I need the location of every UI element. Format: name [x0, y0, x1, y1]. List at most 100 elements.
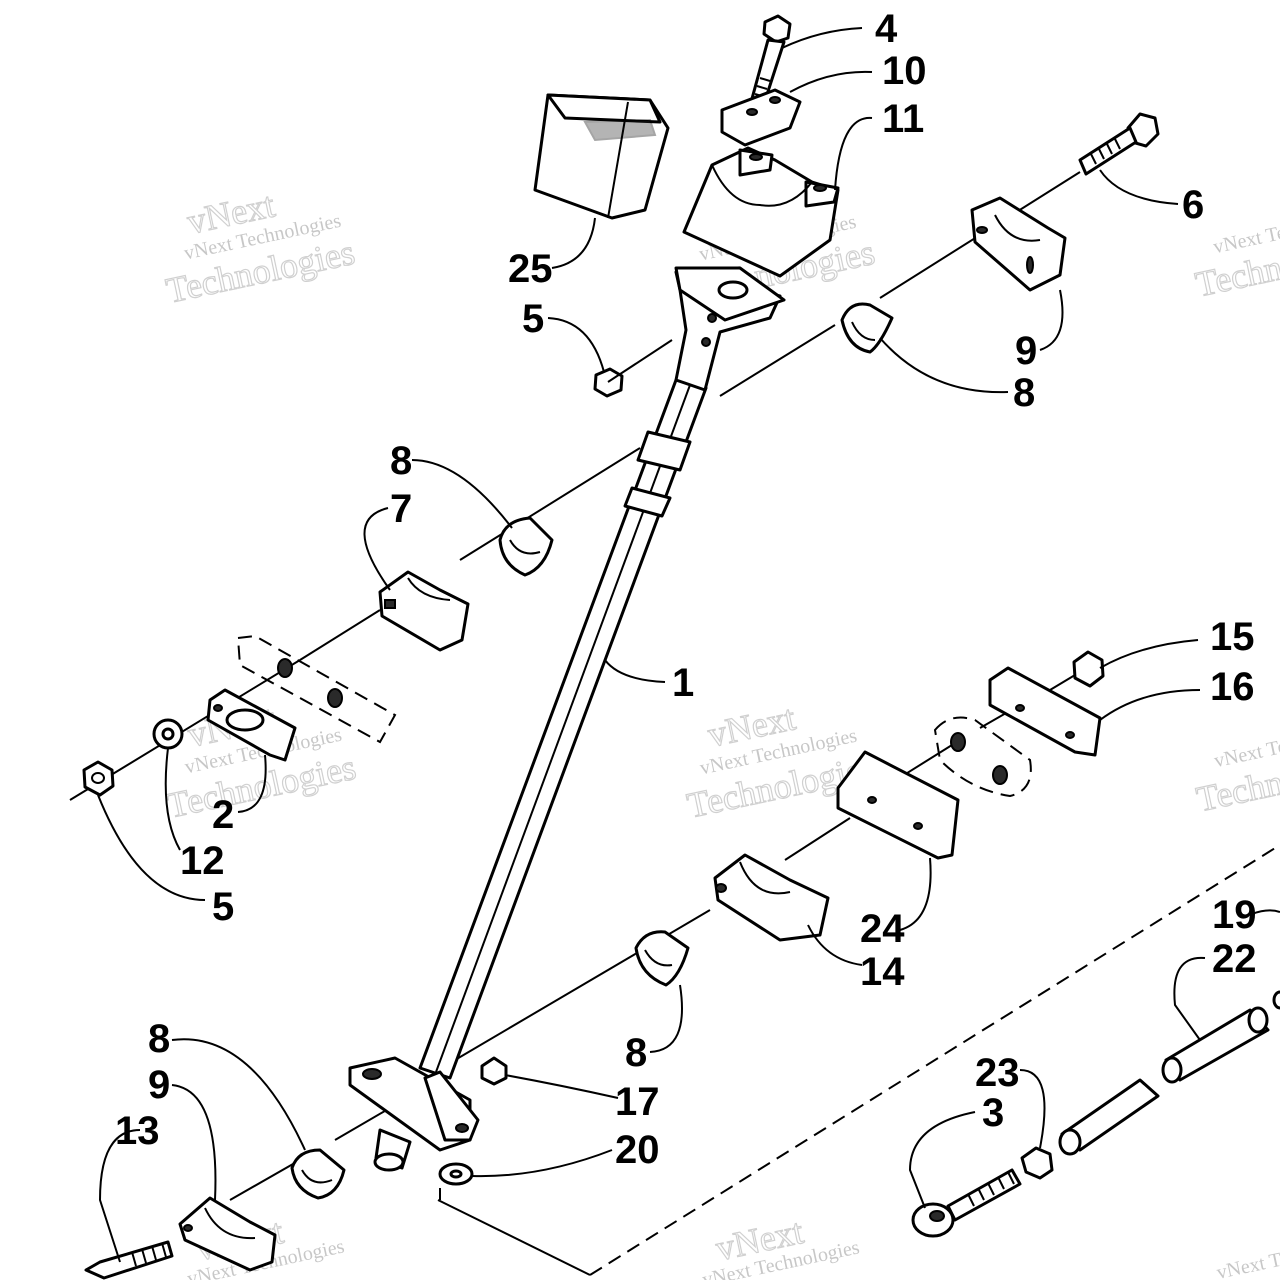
tie-rod-end[interactable] — [911, 1168, 1022, 1238]
jam-nut-body — [1020, 1146, 1054, 1180]
steering-bracket-slot — [225, 708, 265, 732]
steering-block-upper[interactable] — [970, 196, 1067, 292]
bushing-upper-right[interactable] — [840, 302, 894, 354]
cap-screw-top[interactable] — [748, 14, 792, 112]
leader-14 — [807, 924, 863, 966]
handlebar-pad[interactable] — [533, 93, 670, 220]
tie-rod-end — [1161, 1056, 1183, 1084]
leader-9-lower — [171, 1084, 217, 1201]
callout-20: 20 — [615, 1128, 660, 1172]
cap-screw-thread — [131, 1242, 167, 1267]
bushing-body — [290, 1148, 346, 1200]
steering-block-slot — [1026, 256, 1034, 274]
steering-block-hole — [384, 599, 396, 609]
leader-8-lower — [171, 1038, 306, 1151]
axis-tie-rod — [589, 844, 1280, 1276]
callout-9-upper: 9 — [1015, 329, 1037, 373]
callout-15: 15 — [1210, 615, 1255, 659]
handlebar-clamp-cap[interactable] — [720, 88, 802, 147]
plate-hole — [1015, 704, 1025, 712]
frame-reference-hole — [992, 765, 1008, 785]
handlebar-block-hole — [813, 184, 827, 192]
leader-15 — [1099, 639, 1199, 669]
handlebar-pad-rim — [546, 93, 662, 124]
frame-reference-left — [236, 634, 397, 744]
lock-nut-left[interactable] — [82, 760, 115, 797]
leader-8-upper-right — [879, 337, 1009, 394]
tie-rod-end-stud — [946, 1168, 1022, 1222]
cap-screw-lower[interactable] — [84, 1240, 174, 1280]
leader-10 — [789, 70, 873, 93]
bushing-lower-left[interactable] — [290, 1148, 346, 1200]
callout-7: 7 — [390, 487, 412, 531]
plate-right[interactable] — [988, 666, 1102, 757]
handlebar-pad-stipple — [583, 118, 657, 142]
washer-left[interactable] — [152, 718, 184, 750]
callout-9-lower: 9 — [148, 1063, 170, 1107]
callout-8-upper-right: 8 — [1013, 371, 1035, 415]
leader-3 — [908, 1111, 976, 1209]
steering-post[interactable] — [348, 266, 786, 1172]
axis-mid-right-a — [784, 817, 851, 861]
leader-7 — [363, 507, 391, 591]
leader-2 — [237, 754, 267, 813]
axis-tie-rod-corner — [437, 1199, 591, 1276]
handlebar-block[interactable] — [682, 146, 840, 278]
steering-block-mid[interactable] — [713, 853, 830, 942]
handlebar-block-post-left — [738, 148, 774, 177]
nut-body — [1072, 650, 1105, 688]
nut-lower[interactable] — [480, 1056, 508, 1086]
steering-block-left[interactable] — [378, 570, 470, 652]
leader-20 — [471, 1149, 613, 1178]
watermark-text: vNext Technologies — [1215, 1229, 1280, 1280]
leader-24 — [899, 857, 932, 931]
callout-8-mid: 8 — [625, 1031, 647, 1075]
nut-right[interactable] — [1072, 650, 1105, 688]
leader-1 — [604, 659, 666, 683]
lock-nut-axis — [607, 339, 673, 383]
steering-post-flange-hole — [455, 1123, 469, 1133]
callout-16: 16 — [1210, 665, 1255, 709]
bushing-upper-left[interactable] — [498, 516, 554, 577]
leader-lines — [97, 27, 1280, 1263]
plate-hole — [1065, 731, 1075, 739]
steering-block-bore — [739, 861, 791, 895]
watermark-bottom-right: vNext Technologies — [1215, 1229, 1280, 1284]
callout-23: 23 — [975, 1051, 1020, 1095]
callout-2: 2 — [212, 793, 234, 837]
bushing-bore — [644, 949, 673, 967]
spacer-plate[interactable] — [836, 750, 960, 860]
lock-nut-upper[interactable] — [593, 339, 673, 398]
clamp-cap-hole — [746, 108, 758, 116]
axis-upper-right-lower — [719, 324, 836, 397]
tie-rod-sleeve[interactable] — [1058, 1078, 1160, 1156]
tie-rod[interactable] — [1161, 990, 1280, 1084]
callout-17: 17 — [615, 1080, 660, 1124]
watermark-bottom-center: vNext vNext Technologies — [700, 1210, 861, 1285]
steering-block-bore — [994, 214, 1041, 242]
leader-5-lower — [97, 794, 206, 901]
steering-block-hole — [183, 1224, 193, 1232]
handlebar-pad-seam — [607, 101, 629, 219]
frame-reference-hole — [327, 688, 343, 708]
tie-rod-end-thread — [967, 1171, 1015, 1207]
leader-6 — [1099, 169, 1179, 205]
callout-labels: 4 10 11 6 9 8 25 5 8 7 1 2 12 5 15 16 24… — [115, 7, 1257, 1172]
steering-bracket[interactable] — [206, 688, 297, 762]
callout-19: 19 — [1212, 893, 1257, 937]
callout-25: 25 — [508, 247, 553, 291]
handlebar-block-saddle — [711, 164, 813, 207]
leader-13 — [98, 1129, 141, 1263]
clamp-cap-body — [720, 88, 802, 147]
axis-upper-left — [459, 447, 641, 561]
axis-lower-left-a — [229, 1159, 301, 1201]
bushing-mid[interactable] — [634, 930, 690, 987]
steering-block-lower[interactable] — [178, 1196, 277, 1272]
washer-lower[interactable] — [438, 1162, 474, 1186]
cap-screw-right[interactable] — [1078, 112, 1160, 176]
steering-bracket-hole — [213, 704, 223, 712]
callout-4: 4 — [875, 7, 898, 51]
steering-post-flange-hole — [362, 1068, 382, 1080]
jam-nut[interactable] — [1020, 1146, 1054, 1180]
